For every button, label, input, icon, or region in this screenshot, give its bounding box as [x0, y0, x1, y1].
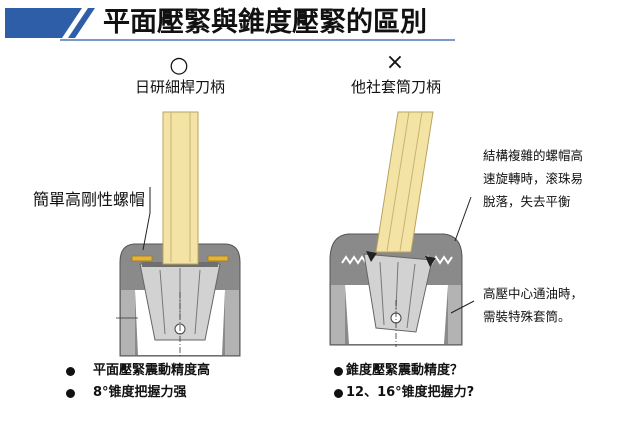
left-washer-right: [207, 255, 229, 262]
left-collet-slit: [159, 269, 166, 335]
right-collet-slit: [379, 261, 385, 326]
circle-mark-icon: ○: [169, 53, 189, 78]
bullet-text: 平面壓緊震動精度高: [93, 363, 211, 378]
right-bullet-item: 12、16°锥度把握力?: [334, 385, 474, 401]
bullet-text: 錐度壓緊震動精度？: [346, 363, 464, 378]
left-nut-callout: 簡單高剛性螺帽: [33, 190, 146, 209]
note-line: 結構複雜的螺帽高: [483, 148, 584, 163]
bullet-icon: [66, 388, 75, 398]
left-bullet-item: 8°锥度把握力强: [66, 385, 187, 401]
brand-logo: [5, 8, 95, 38]
right-ball-left: [366, 251, 377, 262]
left-lower-wall-right: [225, 290, 239, 355]
right-shank-line: [399, 111, 423, 252]
note-line: 高壓中心通油時，: [483, 286, 584, 301]
bullet-text: 8°锥度把握力强: [93, 385, 187, 400]
bullet-icon: [334, 388, 343, 398]
note-line: 脫落，失去平衡: [483, 194, 571, 209]
right-ball-right: [425, 256, 436, 267]
bullet-text: 12、16°锥度把握力?: [346, 385, 475, 400]
left-washer-left: [131, 255, 153, 262]
left-lower-wall-left: [121, 290, 135, 355]
right-note-bottom-leader: [450, 300, 475, 314]
brand-logo-block: [5, 8, 82, 38]
left-bullet-item: 平面壓緊震動精度高: [66, 363, 210, 379]
cross-mark-icon: ×: [385, 50, 405, 75]
right-note-top-leader: [454, 196, 472, 242]
brand-logo-stripe: [68, 8, 95, 38]
left-tool-holder: [116, 111, 241, 358]
left-shank: [162, 111, 199, 265]
right-shank-line: [386, 111, 410, 252]
right-lower-wall-right: [448, 285, 461, 344]
right-collet-slit: [406, 263, 416, 329]
note-line: 速旋轉時，滚珠易: [483, 171, 584, 186]
right-note-top: 結構複雜的螺帽高 速旋轉時，滚珠易 脫落，失去平衡: [483, 144, 583, 213]
right-shank: [375, 111, 434, 253]
left-holder-label: 日研細桿刀柄: [134, 78, 225, 96]
right-holder-label: 他社套筒刀柄: [350, 78, 441, 96]
note-line: 需裝特殊套筒。: [483, 309, 571, 324]
right-tool-holder: [329, 111, 463, 347]
left-collet-slit: [194, 269, 201, 335]
bullet-icon: [66, 366, 75, 376]
page-title: 平面壓緊與錐度壓緊的區別: [103, 7, 427, 38]
bullet-icon: [334, 366, 343, 376]
right-bullet-item: 錐度壓緊震動精度？: [334, 363, 463, 379]
right-lower-wall-left: [331, 285, 345, 344]
left-callout-leader: [142, 187, 151, 251]
right-note-bottom: 高壓中心通油時， 需裝特殊套筒。: [483, 282, 583, 328]
